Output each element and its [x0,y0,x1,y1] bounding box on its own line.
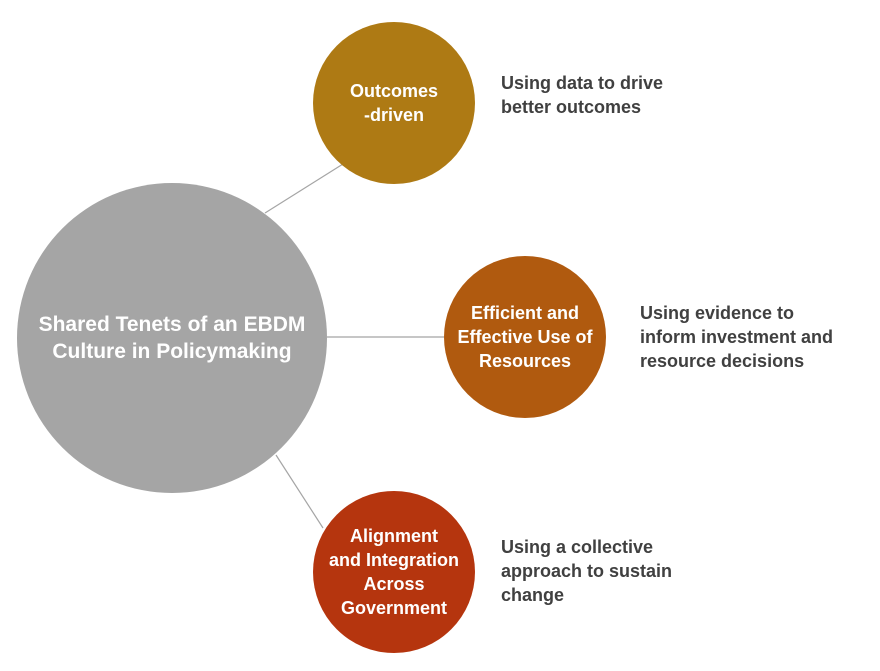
tenet-description-resources: Using evidence to inform investment and … [640,303,834,371]
connector-line-alignment [275,454,324,529]
tenet-circle-resources: Efficient and Effective Use of Resources [444,256,606,418]
tenet-circle-alignment: Alignment and Integration Across Governm… [313,491,475,653]
tenet-description-outcomes: Using data to drive better outcomes [501,73,664,117]
tenet-label-resources: Efficient and Effective Use of Resources [457,303,593,371]
tenet-description-alignment: Using a collective approach to sustain c… [501,537,673,605]
tenet-label-alignment: Alignment and Integration Across Governm… [329,526,459,618]
central-concept-circle: Shared Tenets of an EBDM Culture in Poli… [17,183,327,493]
connector-line-outcomes [264,163,344,214]
central-concept-label: Shared Tenets of an EBDM Culture in Poli… [38,313,306,363]
tenet-circle-outcomes: Outcomes -driven [313,22,475,184]
tenet-label-outcomes: Outcomes -driven [349,81,439,125]
